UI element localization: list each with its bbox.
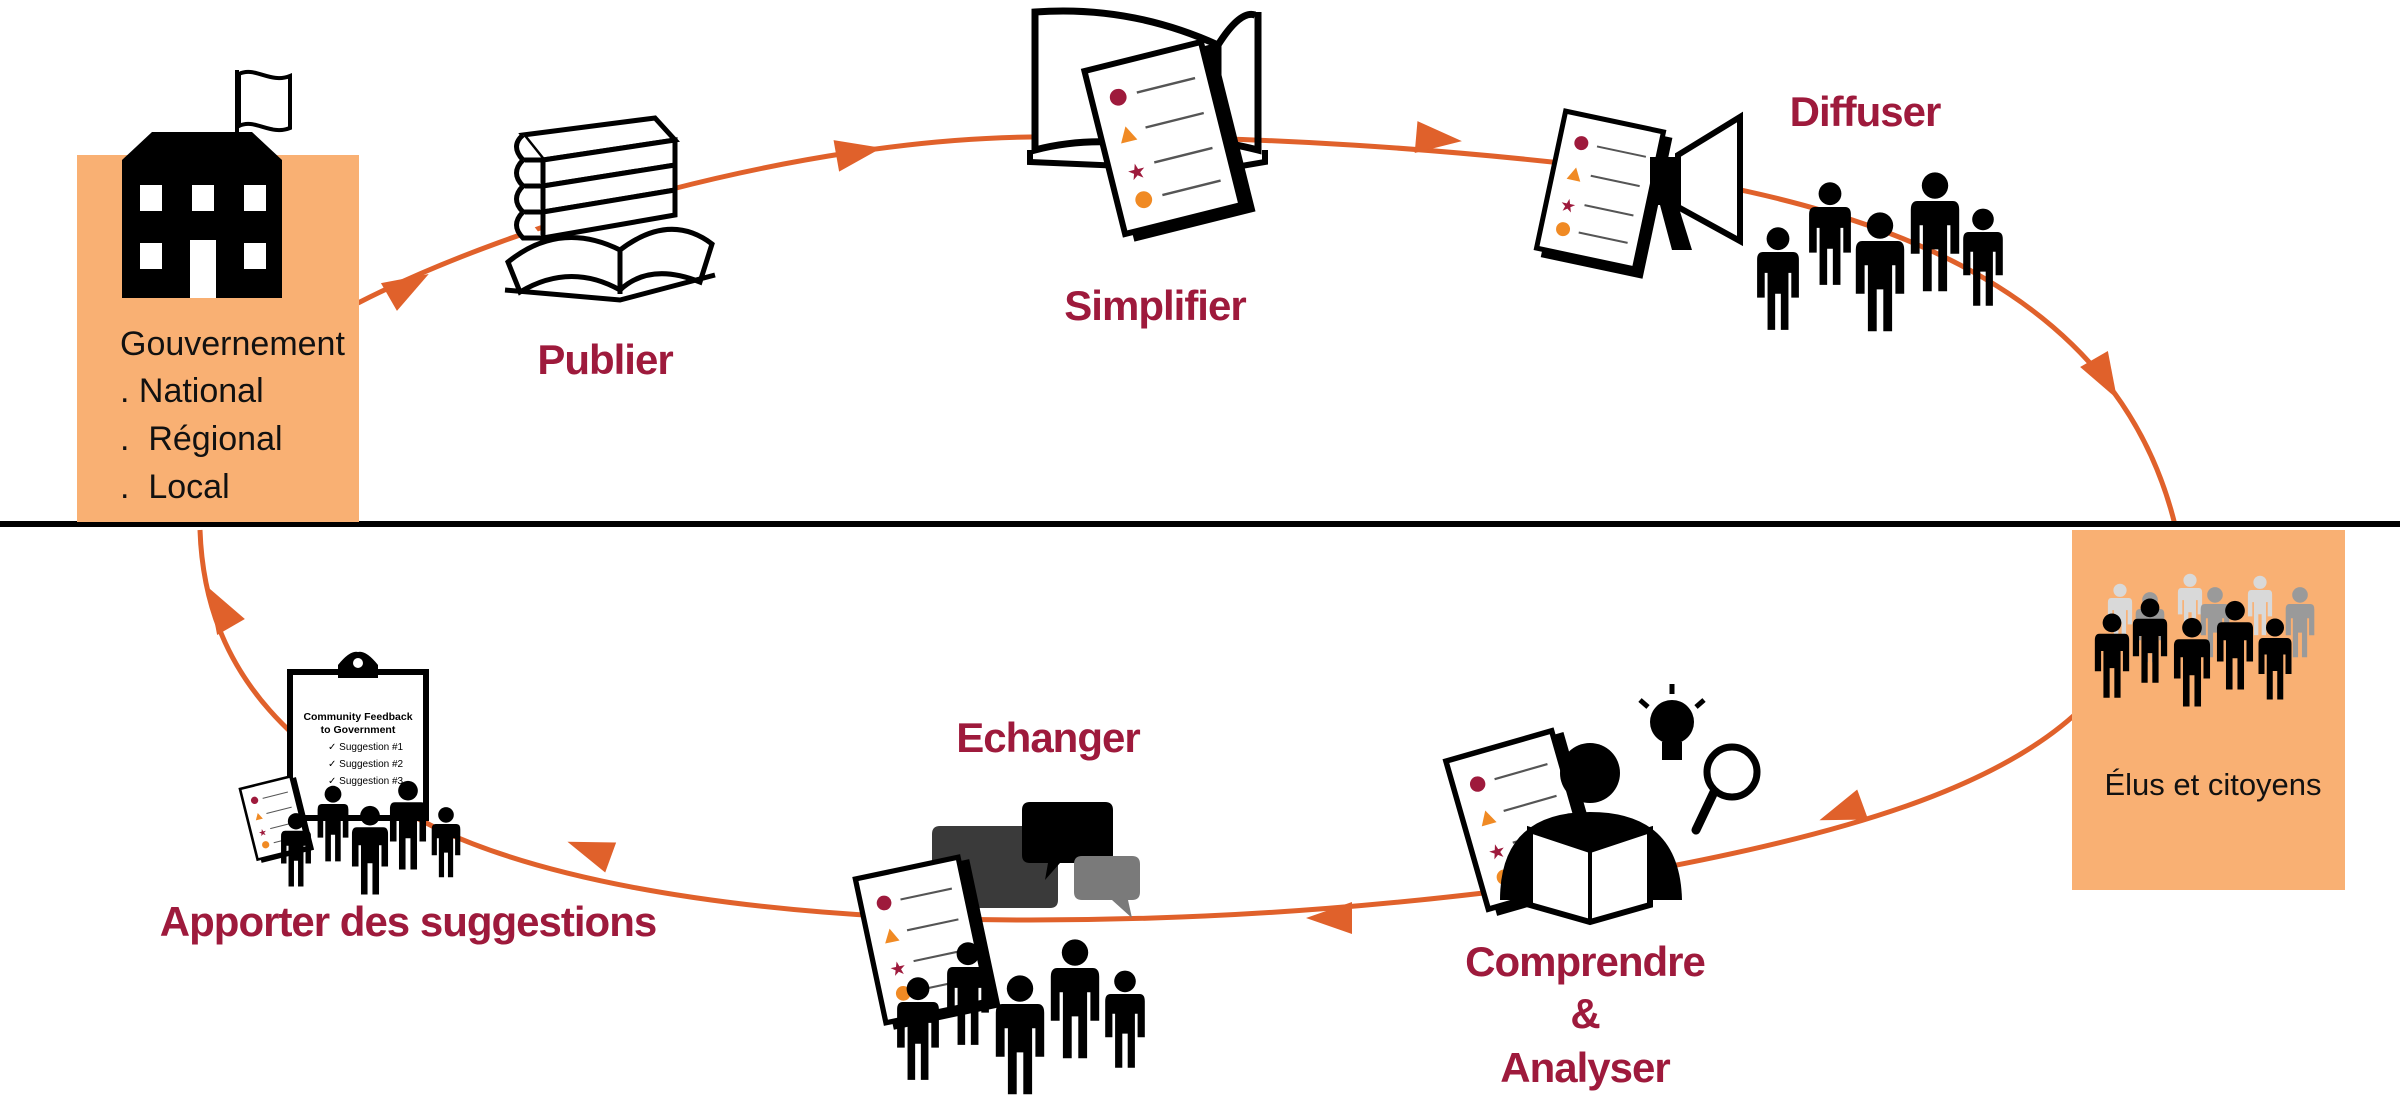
step-label-analyser: Analyser: [1500, 1044, 1670, 1091]
step-label-publier: Publier: [537, 336, 673, 383]
magnifier-icon: [1691, 743, 1761, 835]
clipboard-title: to Government: [321, 724, 396, 736]
arrow-head: [380, 274, 429, 311]
clipboard-item: ✓ Suggestion #2: [328, 759, 404, 770]
government-box: Gouvernement . National . Régional . Loc…: [77, 70, 359, 522]
people-group-icon: [1757, 172, 2003, 332]
step-label-comprendre: Comprendre: [1465, 938, 1705, 985]
document-megaphone-icon: [1535, 111, 1743, 279]
arrow-head: [208, 587, 245, 636]
arrow-head: [567, 841, 617, 873]
citizens-box: Élus et citoyens: [2072, 530, 2345, 890]
step-label-diffuser: Diffuser: [1790, 88, 1941, 135]
citizens-box-bg: [2072, 530, 2345, 890]
arrow-head: [1306, 902, 1352, 934]
arrow-head: [833, 140, 882, 172]
reader-analysis-icon: [1446, 684, 1761, 926]
step-label-simplifier: Simplifier: [1064, 282, 1246, 329]
government-level: . Régional: [120, 420, 283, 458]
step-label-and: &: [1570, 990, 1600, 1037]
books-icon: [504, 115, 716, 303]
government-level: . National: [120, 372, 264, 410]
lightbulb-icon: [1638, 684, 1706, 760]
clipboard-item: ✓ Suggestion #3: [328, 776, 404, 787]
arrow-head: [1414, 121, 1462, 154]
arrow-head: [2080, 350, 2117, 399]
citizens-label: Élus et citoyens: [2104, 767, 2321, 802]
government-title: Gouvernement: [120, 325, 345, 363]
cycle-segment-bottom: [197, 529, 2087, 923]
building-icon: [122, 70, 292, 298]
step-label-suggestions: Apporter des suggestions: [160, 898, 656, 945]
step-label-echanger: Echanger: [956, 714, 1140, 761]
clipboard-title: Community Feedback: [303, 711, 412, 723]
arrow-head: [1819, 789, 1869, 821]
checklist-document-icon: [1084, 39, 1255, 243]
government-level: . Local: [120, 468, 230, 506]
arrow-heads: [208, 121, 2117, 934]
clipboard-item: ✓ Suggestion #1: [328, 742, 404, 753]
